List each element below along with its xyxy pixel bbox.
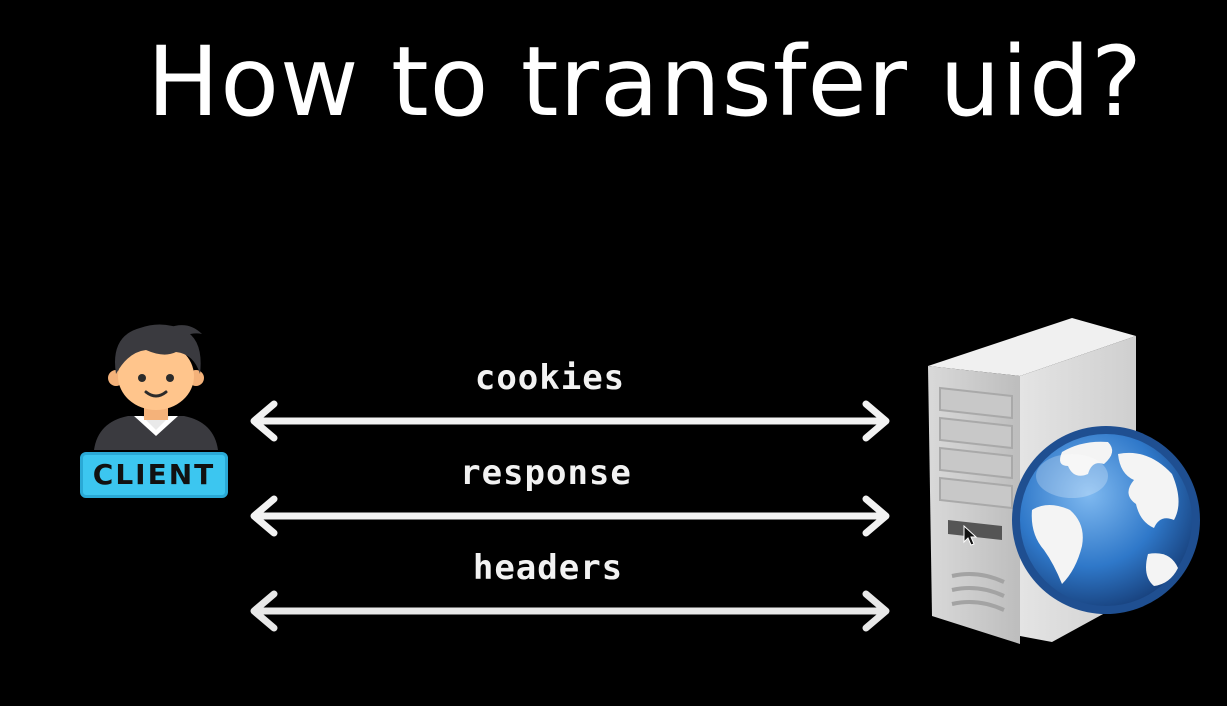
person-icon — [94, 324, 218, 450]
arrow-headers — [250, 590, 890, 632]
arrow-label-response: response — [460, 453, 632, 493]
client-badge: CLIENT — [80, 452, 228, 498]
arrow-label-headers: headers — [472, 548, 624, 588]
server-with-globe-icon — [928, 318, 1200, 644]
arrow-label-cookies: cookies — [474, 358, 626, 398]
arrow-cookies — [250, 400, 890, 442]
page-title: How to transfer uid? — [147, 26, 1143, 138]
client-figure: CLIENT — [76, 318, 236, 508]
arrow-response — [250, 495, 890, 537]
